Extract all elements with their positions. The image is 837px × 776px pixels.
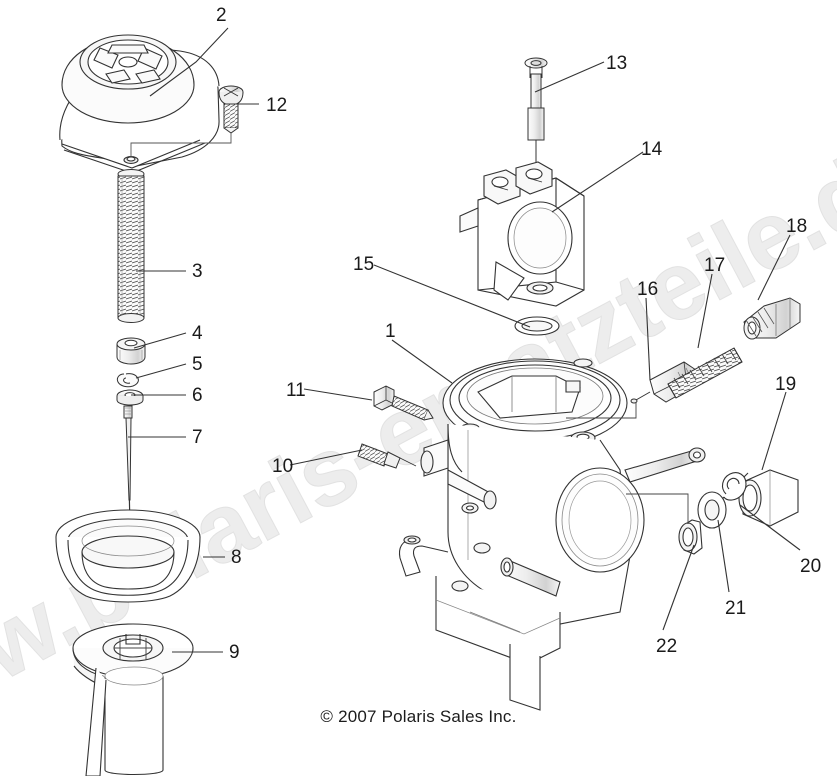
callout-19-throttle-shaft-cap[interactable]: 19: [775, 374, 797, 395]
callout-12-cover-screw[interactable]: 12: [266, 95, 288, 116]
callout-10-pilot-screw[interactable]: 10: [272, 456, 294, 477]
copyright-notice: © 2007 Polaris Sales Inc.: [320, 707, 517, 726]
callout-21-flat-washer[interactable]: 21: [725, 598, 747, 619]
callout-13-throttle-cable-adjuster[interactable]: 13: [606, 53, 628, 74]
callout-7-jet-needle[interactable]: 7: [192, 427, 203, 448]
leader-line-10: [289, 449, 363, 466]
leader-line-1: [391, 339, 453, 384]
part-12-cover-screw: [130, 85, 244, 157]
leader-line-21: [717, 519, 730, 593]
part-4-spring-seat: [116, 337, 146, 365]
part-21-flat-washer: [697, 491, 727, 529]
callout-14-cable-bracket[interactable]: 14: [641, 139, 663, 160]
callout-9-needle-jet-holder[interactable]: 9: [229, 642, 240, 663]
leader-line-17: [697, 273, 713, 349]
part-13-cable-adjuster: [524, 57, 548, 180]
part-6-washer: [116, 389, 144, 406]
callout-4-spring-seat[interactable]: 4: [192, 323, 203, 344]
callout-22-oil-seal[interactable]: 22: [656, 636, 678, 657]
leader-line-15: [373, 264, 531, 328]
callout-leader-lines: [128, 27, 801, 653]
callout-15-o-ring-bracket[interactable]: 15: [353, 254, 375, 275]
leader-line-4: [133, 332, 187, 349]
callout-3-piston-spring[interactable]: 3: [192, 261, 203, 282]
part-3-piston-spring: [117, 169, 145, 323]
part-11-flange-bolt: [373, 385, 434, 421]
part-1-carburetor-body: [398, 358, 706, 711]
leader-line-18: [757, 234, 791, 301]
leader-line-2: [149, 27, 229, 97]
part-7-jet-needle: [123, 405, 133, 519]
assembly-reference-lines: [566, 402, 689, 524]
leader-line-19: [761, 391, 787, 471]
callout-11-flange-bolt[interactable]: 11: [286, 380, 306, 401]
part-8-vacuum-piston-diaphragm: [55, 509, 201, 603]
callout-2-vacuum-chamber-cover[interactable]: 2: [216, 5, 227, 26]
part-10-pilot-screw: [357, 443, 417, 469]
part-22-oil-seal: [678, 519, 703, 555]
part-2-vacuum-chamber-cover: [59, 34, 220, 174]
callout-16-idle-adjust-plunger[interactable]: 16: [637, 279, 659, 300]
callout-6-jet-needle-washer[interactable]: 6: [192, 385, 203, 406]
callout-1-carburetor-body[interactable]: 1: [385, 321, 396, 342]
part-19-throttle-shaft-cap: [738, 469, 799, 527]
part-18-idle-adjust-knob: [743, 297, 801, 340]
leader-line-16: [645, 297, 651, 381]
callout-17-idle-adjust-spring[interactable]: 17: [704, 255, 726, 276]
leader-line-5: [135, 363, 187, 379]
callout-5-e-clip[interactable]: 5: [192, 354, 203, 375]
leader-line-14: [551, 151, 644, 213]
leader-line-20: [739, 504, 801, 551]
part-17-idle-adjust-spring: [667, 347, 743, 399]
part-14-cable-bracket: [459, 161, 585, 307]
part-5-e-clip: [116, 373, 139, 388]
leader-line-11: [303, 388, 373, 401]
callout-8-vacuum-piston-diaphragm[interactable]: 8: [231, 547, 242, 568]
part-15-o-ring: [514, 316, 560, 336]
part-9-needle-jet-holder: [72, 623, 194, 776]
leader-line-22: [662, 544, 695, 631]
callout-20-snap-ring[interactable]: 20: [800, 556, 822, 577]
leader-line-13: [534, 61, 605, 93]
callout-18-idle-adjust-knob[interactable]: 18: [786, 216, 808, 237]
